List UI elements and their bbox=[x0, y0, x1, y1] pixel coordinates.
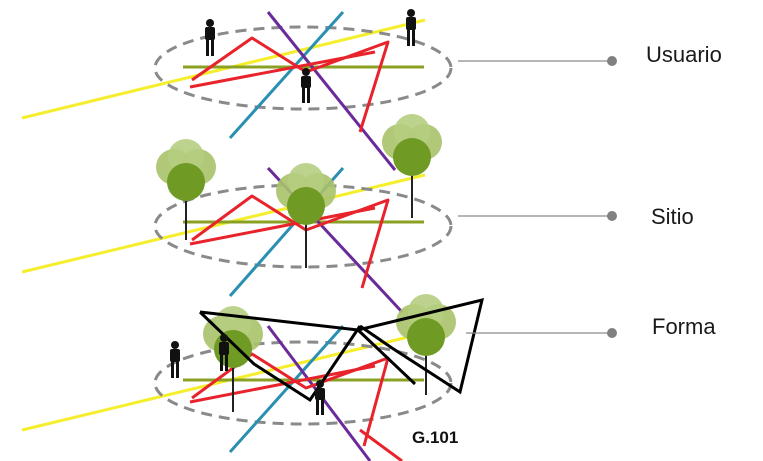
red-line bbox=[189, 50, 376, 89]
layer-ellipse bbox=[153, 340, 453, 426]
connector-dot bbox=[607, 328, 617, 338]
blue-line bbox=[228, 324, 345, 454]
red-line bbox=[359, 428, 403, 461]
person-icon bbox=[315, 380, 325, 415]
yellow-line bbox=[21, 18, 426, 120]
connector-dot bbox=[607, 56, 617, 66]
figure-code: G.101 bbox=[412, 428, 459, 447]
layer-usuario bbox=[21, 9, 617, 171]
layer-sitio bbox=[21, 114, 617, 314]
layer-label-usuario: Usuario bbox=[646, 42, 722, 67]
purple-line bbox=[266, 11, 397, 171]
person-icon bbox=[205, 19, 215, 56]
person-icon bbox=[170, 341, 180, 378]
person-icon bbox=[406, 9, 416, 46]
layer-label-sitio: Sitio bbox=[651, 204, 694, 229]
blue-line bbox=[228, 10, 345, 140]
tree-icon bbox=[396, 294, 456, 395]
layer-label-forma: Forma bbox=[652, 314, 716, 339]
tree-icon bbox=[156, 139, 216, 240]
red-line bbox=[189, 206, 376, 246]
layer-ellipse bbox=[153, 183, 453, 269]
person-icon bbox=[301, 68, 311, 103]
layer-forma bbox=[21, 294, 617, 461]
tree-icon bbox=[276, 163, 336, 268]
person-icon bbox=[219, 334, 229, 371]
connector-dot bbox=[607, 211, 617, 221]
layer-ellipse bbox=[153, 25, 453, 111]
tree-icon bbox=[382, 114, 442, 218]
